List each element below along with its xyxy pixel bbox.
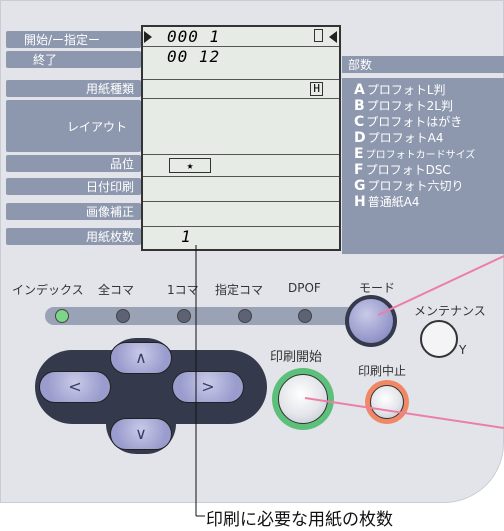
mode-label: モード — [359, 281, 396, 295]
label-range-start: 開始/ー指定ー — [6, 31, 141, 48]
dpad-right-button[interactable]: > — [172, 371, 244, 403]
print-stop-button[interactable] — [365, 380, 409, 424]
right-arrow-icon: > — [201, 377, 215, 396]
lcd-row-image-correction — [143, 202, 339, 227]
label-date-print: 日付印刷 — [6, 178, 141, 195]
dpad-left-button[interactable]: < — [39, 371, 111, 403]
led-label-index: インデックス — [12, 283, 84, 297]
led-label-all-frames: 全コマ — [98, 283, 135, 297]
dpad-up-button[interactable]: ∧ — [110, 342, 172, 374]
led-index — [55, 309, 69, 323]
lcd-row-date-print — [143, 177, 339, 202]
lcd-row-range-start: 000 1 — [143, 27, 339, 47]
print-stop-label: 印刷中止 — [358, 364, 407, 378]
maintenance-label: メンテナンス — [414, 304, 486, 318]
label-paper-count: 用紙枚数 — [6, 228, 141, 245]
callout-text: 印刷に必要な用紙の枚数 — [206, 510, 393, 530]
led-one-frame — [177, 309, 191, 323]
quality-star-icon: ★ — [169, 158, 211, 173]
print-stop-button-face — [370, 385, 404, 419]
down-arrow-icon: ∨ — [135, 424, 147, 443]
lcd-row-quality: ★ — [143, 155, 339, 177]
lcd-row-paper-count: 1 — [143, 227, 339, 247]
paper-type-indicator: H — [310, 82, 323, 96]
led-label-one-frame: 1コマ — [167, 283, 199, 297]
lcd-row-layout — [143, 99, 339, 155]
pointer-line-mode — [377, 255, 504, 316]
label-quality: 品位 — [6, 155, 141, 172]
range-end-value: 00 12 — [167, 47, 221, 66]
led-label-dpof: DPOF — [288, 281, 321, 295]
lcd-left-arrow-icon — [144, 31, 152, 43]
range-start-value: 000 1 — [167, 27, 221, 46]
paper-count-value: 1 — [181, 227, 191, 246]
lcd-row-range-end: 00 12 — [143, 47, 339, 80]
print-start-button-face — [278, 374, 328, 424]
key-icon: Y — [459, 343, 467, 357]
mode-button-face — [349, 299, 393, 343]
label-image-correction: 画像補正 — [6, 203, 141, 220]
up-arrow-icon: ∧ — [135, 348, 147, 367]
label-paper-type: 用紙種類 — [6, 80, 141, 97]
mode-button[interactable] — [345, 295, 397, 347]
dpad-down-button[interactable]: ∨ — [110, 418, 172, 450]
led-dpof — [298, 309, 312, 323]
label-copies: 部数 — [342, 56, 504, 73]
lcd-right-arrow-icon — [329, 31, 337, 43]
print-start-button[interactable] — [272, 368, 334, 430]
led-label-selected-frames: 指定コマ — [215, 283, 264, 297]
led-selected-frames — [238, 309, 252, 323]
led-all-frames — [116, 309, 130, 323]
left-arrow-icon: < — [68, 377, 82, 396]
maintenance-button[interactable] — [420, 320, 458, 358]
print-start-label: 印刷開始 — [270, 350, 323, 365]
lcd-row-paper-type: H — [143, 80, 339, 99]
label-range-end: 終了 — [6, 51, 141, 68]
pointer-line-print-start — [304, 397, 504, 429]
lcd-screen: 000 1 00 12 H ★ 1 — [141, 25, 341, 251]
memory-card-icon — [314, 29, 323, 42]
label-layout: レイアウト — [6, 100, 141, 152]
